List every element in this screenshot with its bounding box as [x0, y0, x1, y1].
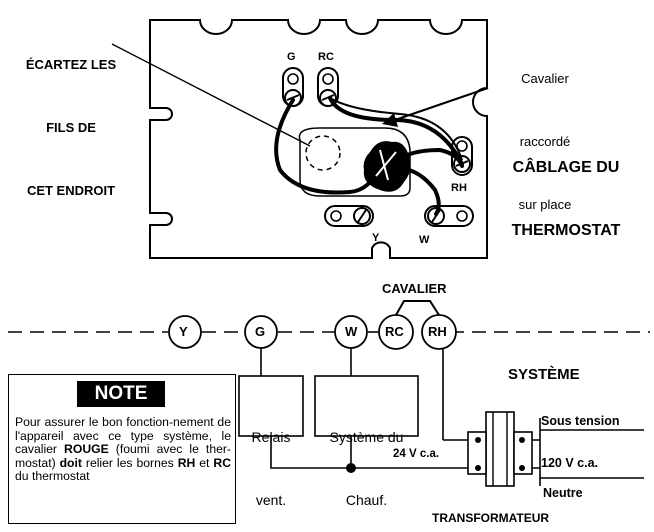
- transformer-symbol: [467, 411, 533, 487]
- line-voltage-wires: [540, 429, 644, 479]
- schematic-y-text: Y: [179, 324, 188, 339]
- warning-line-1: ÉCARTEZ LES: [25, 57, 117, 72]
- fan-relay-line-1: Relais: [251, 429, 291, 445]
- schematic-jumper: [395, 300, 440, 316]
- warning-line-2: FILS DE: [46, 120, 96, 135]
- field-jumper-line-2: raccordé: [519, 134, 571, 149]
- fan-relay-box: [238, 375, 304, 437]
- terminal-y-screw: [324, 205, 374, 227]
- note-body: Pour assurer le bon fonction-nement de l…: [15, 415, 231, 484]
- warning-leader: [111, 43, 311, 147]
- note-text-3: relier les bornes: [81, 455, 178, 470]
- schematic-terminal-y: [168, 315, 202, 349]
- diagram-title: CÂBLAGE DU THERMOSTAT: [500, 115, 632, 262]
- note-must-word: doit: [59, 455, 82, 470]
- title-line-2: THERMOSTAT: [511, 222, 621, 239]
- fan-relay-line-2: vent.: [255, 492, 287, 508]
- junction-dot: [346, 463, 356, 473]
- line-voltage-label: 120 V c.a.: [541, 456, 598, 470]
- heating-system-text: Système du Chauf.: [315, 385, 418, 532]
- warning-line-3: CET ENDROIT: [26, 183, 116, 198]
- terminal-g-screw: [282, 67, 304, 107]
- jumper-arrowhead: [382, 113, 398, 127]
- note-text-2: (foumi avec le ther-mostat): [15, 442, 231, 470]
- jumper-label: CAVALIER: [382, 281, 447, 296]
- low-voltage-label: 24 V c.a.: [393, 448, 440, 460]
- field-jumper-line-1: Cavalier: [521, 71, 569, 86]
- thermostat-base-outline: [149, 19, 488, 259]
- note-text-1: Pour assurer le bon fonction-nement de l…: [15, 415, 231, 457]
- schematic-rh-text: RH: [428, 324, 447, 339]
- terminal-rc-label: RC: [318, 51, 334, 63]
- warning-label: ÉCARTEZ LES FILS DE CET ENDROIT: [6, 12, 136, 222]
- title-line-1: CÂBLAGE DU: [512, 159, 620, 176]
- note-title: NOTE: [77, 381, 165, 407]
- terminal-rc-screw: [317, 67, 339, 107]
- jumper-arrow-line: [391, 86, 489, 123]
- terminal-w-label: W: [419, 234, 430, 246]
- field-jumper-label: Cavalier raccordé sur place: [490, 26, 600, 236]
- wire-bundle-marks: [375, 149, 397, 181]
- terminal-w-screw: [424, 205, 474, 227]
- note-box: NOTE Pour assurer le bon fonction-nement…: [8, 374, 236, 524]
- note-text-4: et: [195, 455, 214, 470]
- transformer-label: TRANSFORMATEUR: [432, 511, 550, 525]
- heating-line-2: Chauf.: [345, 492, 388, 508]
- system-label: SYSTÈME: [508, 366, 580, 383]
- schematic-g-text: G: [255, 324, 266, 339]
- wire-bundle: [363, 141, 411, 192]
- neutral-label: Neutre: [543, 486, 583, 500]
- terminal-y-label: Y: [372, 232, 380, 244]
- fan-relay-text: Relais vent.: [239, 385, 303, 532]
- wire-hole-dashed: [305, 135, 341, 171]
- field-jumper-line-3: sur place: [518, 197, 572, 212]
- note-rh-word: RH: [177, 455, 196, 470]
- heating-line-1: Système du: [329, 429, 404, 445]
- field-jumper-wire: [329, 97, 463, 161]
- live-label: Sous tension: [541, 414, 620, 428]
- terminal-g-label: G: [287, 51, 296, 63]
- note-rc-word: RC: [213, 455, 231, 470]
- heating-system-box: [314, 375, 419, 437]
- terminal-rh-label: RH: [451, 182, 467, 194]
- note-red-word: ROUGE: [64, 442, 109, 457]
- note-text-5: du thermostat: [15, 469, 90, 484]
- schematic-rc-text: RC: [385, 324, 404, 339]
- schematic-w-text: W: [345, 324, 358, 339]
